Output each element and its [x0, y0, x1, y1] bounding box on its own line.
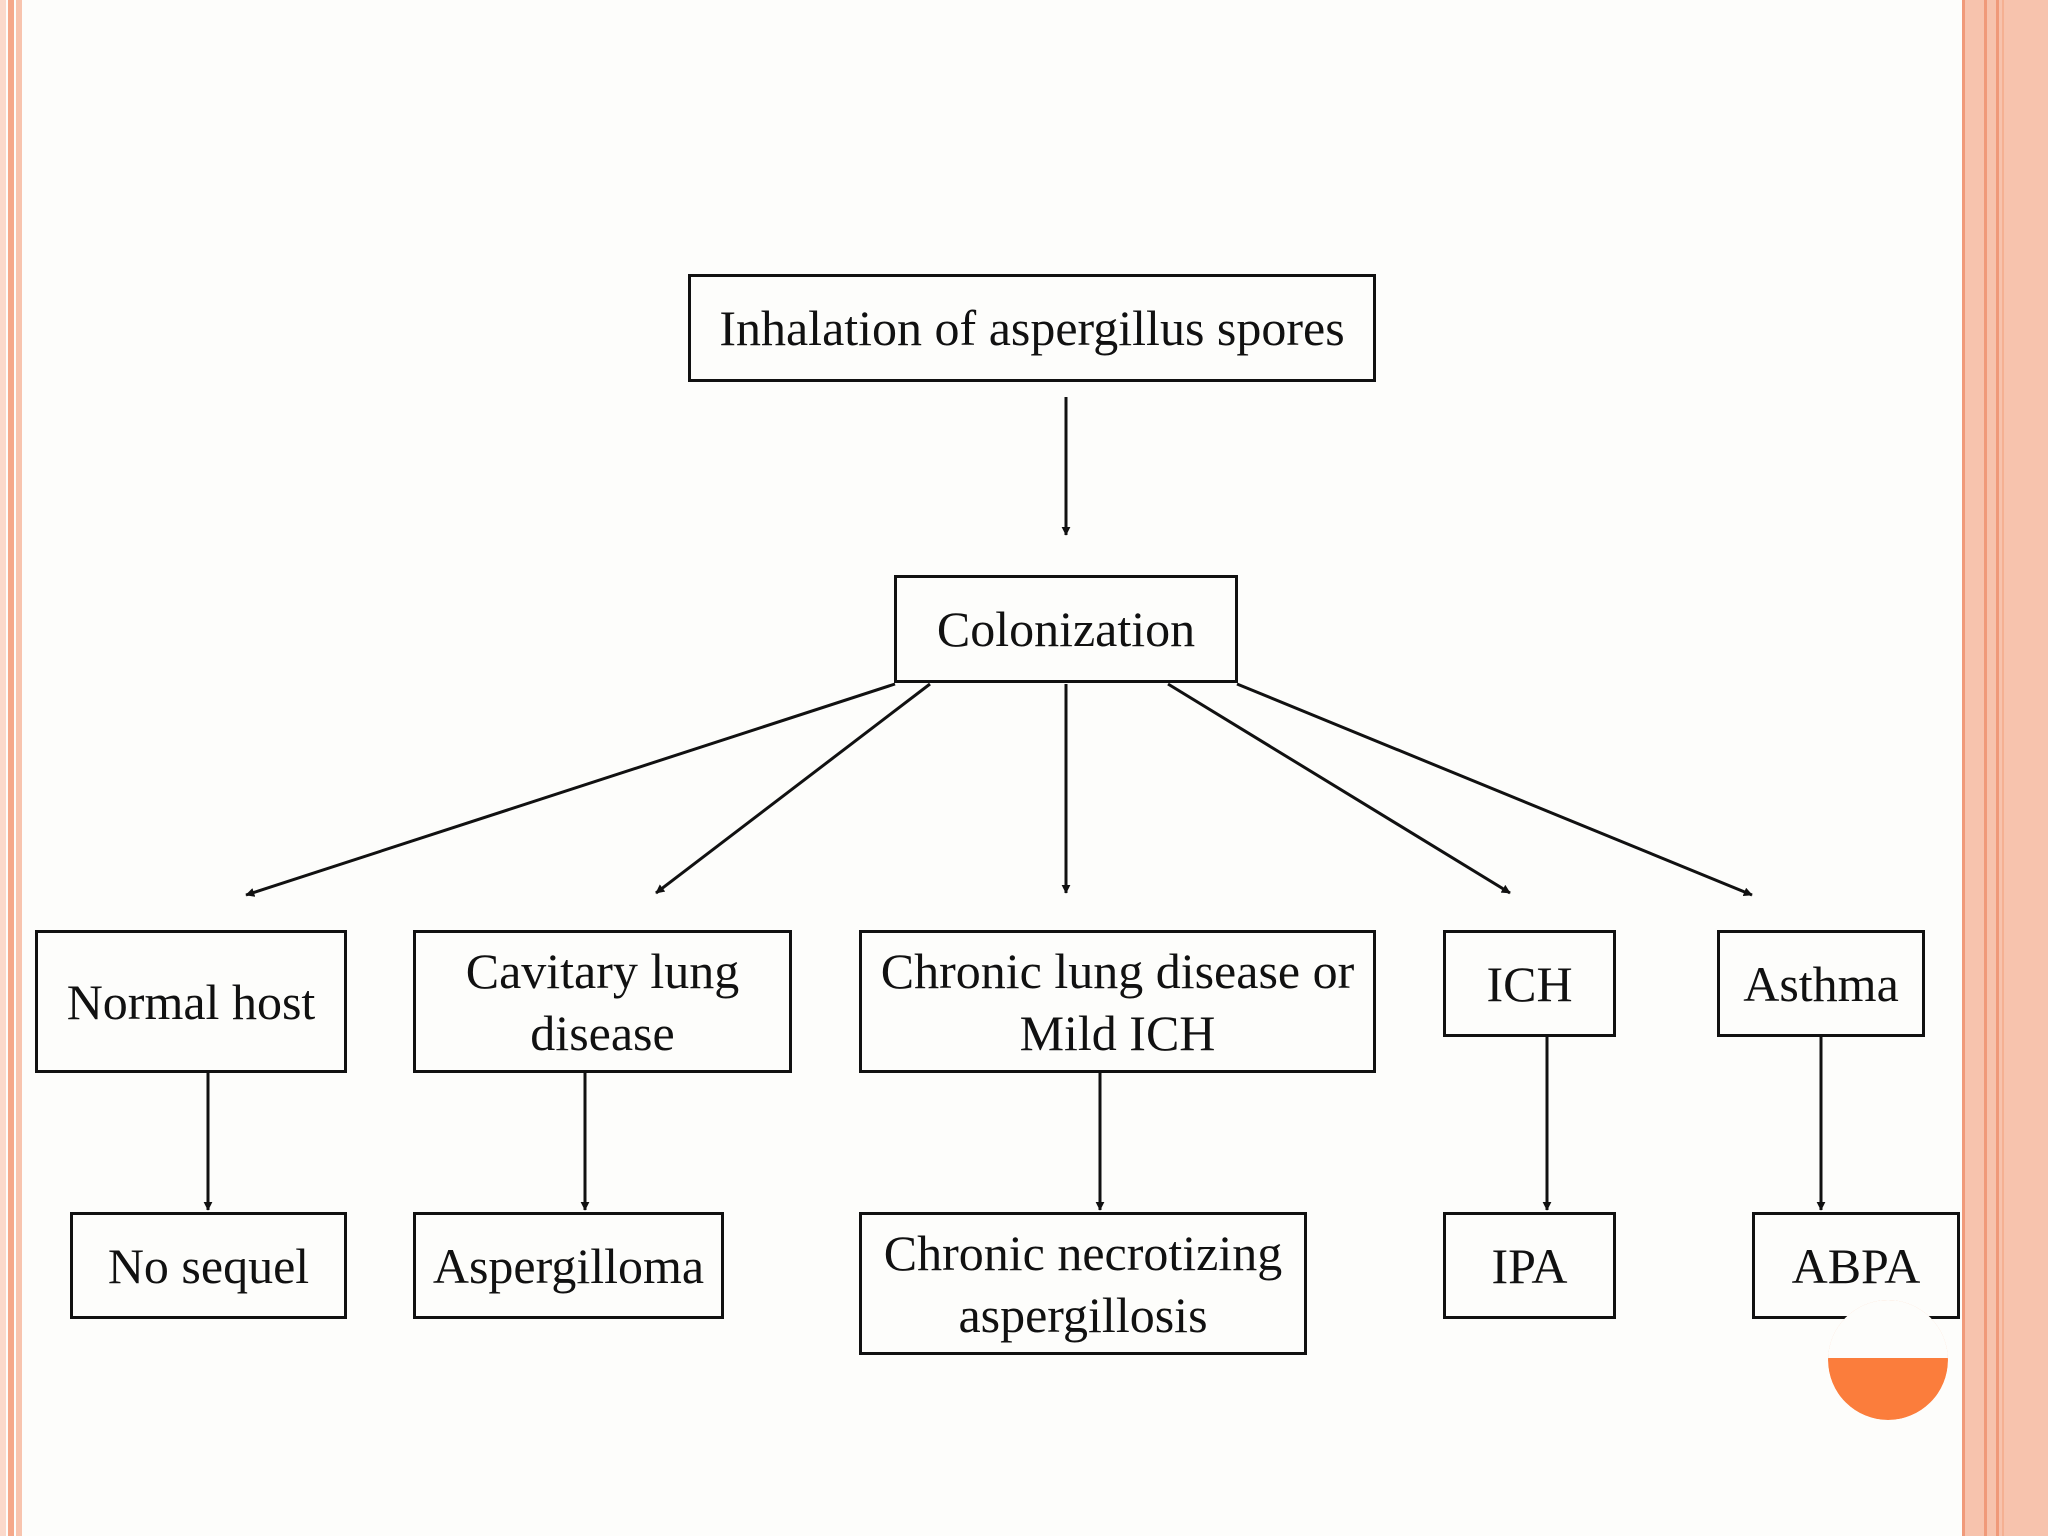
arrow-colonization-to-ich [1167, 682, 1511, 895]
outcome-node-ipa: IPA [1443, 1212, 1616, 1319]
left-border-stripe [16, 0, 22, 1536]
right-border-stripe [2002, 0, 2004, 1536]
left-border-stripe [0, 0, 6, 1536]
arrow-colonization-to-cavitary [655, 682, 931, 895]
arrow-colonization-to-normal-host [245, 682, 896, 897]
right-border-stripe [1984, 0, 1987, 1536]
right-border-stripe [1962, 0, 1965, 1536]
outcome-node-no-sequel: No sequel [70, 1212, 347, 1319]
root-node: Inhalation of aspergillus spores [688, 274, 1376, 382]
outcome-node-chronic-necrotizing-aspergillosis: Chronic necrotizing aspergillosis [859, 1212, 1307, 1355]
arrow-colonization-to-asthma [1236, 682, 1753, 897]
colonization-node: Colonization [894, 575, 1238, 683]
condition-node-asthma: Asthma [1717, 930, 1925, 1037]
condition-node-cavitary-lung-disease: Cavitary lung disease [413, 930, 792, 1073]
right-border-stripe [1996, 0, 1999, 1536]
orange-accent-mask [1828, 1300, 1948, 1358]
outcome-node-aspergilloma: Aspergilloma [413, 1212, 724, 1319]
orange-accent-shape [1828, 1300, 1948, 1420]
condition-node-ich: ICH [1443, 930, 1616, 1037]
left-border-stripe [8, 0, 14, 1536]
condition-node-chronic-lung-disease: Chronic lung disease or Mild ICH [859, 930, 1376, 1073]
condition-node-normal-host: Normal host [35, 930, 347, 1073]
right-border-panel [1962, 0, 2048, 1536]
